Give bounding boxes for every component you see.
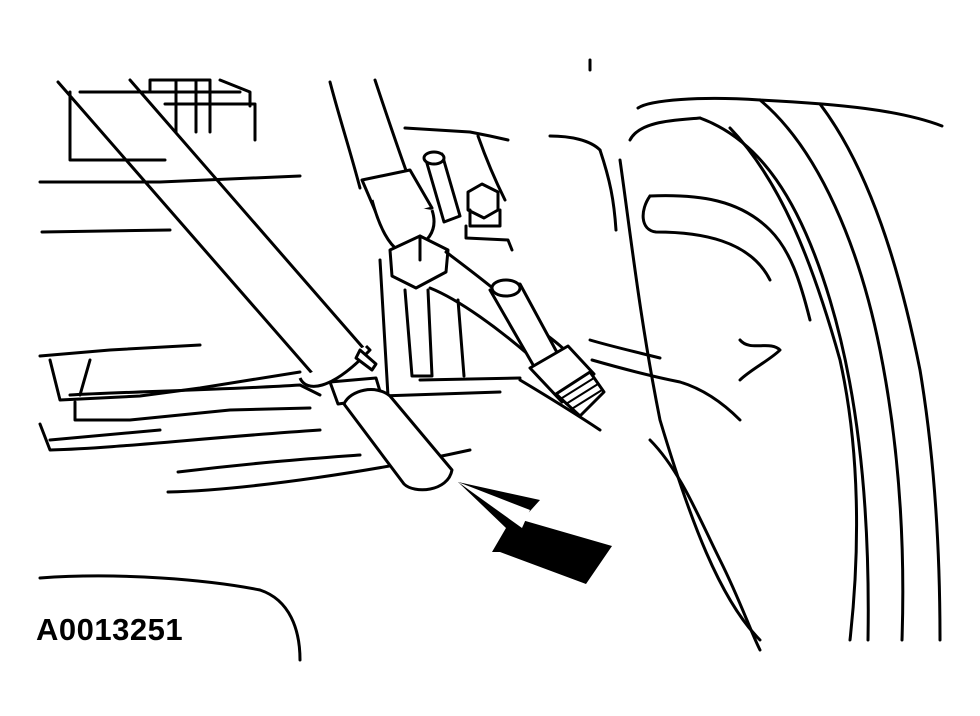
bellows-boot — [38, 358, 322, 452]
housing-right — [518, 58, 742, 432]
removal-tool — [56, 78, 454, 492]
figure-id-label: A0013251 — [36, 612, 184, 647]
bolt — [464, 182, 514, 252]
threaded-fitting — [488, 278, 606, 418]
vent-tube — [422, 150, 462, 224]
pulley — [618, 96, 944, 652]
reservoir-cap — [148, 78, 257, 142]
housing-outline — [38, 90, 472, 662]
indicator-arrow-icon — [458, 482, 612, 584]
upper-hose — [328, 78, 436, 252]
